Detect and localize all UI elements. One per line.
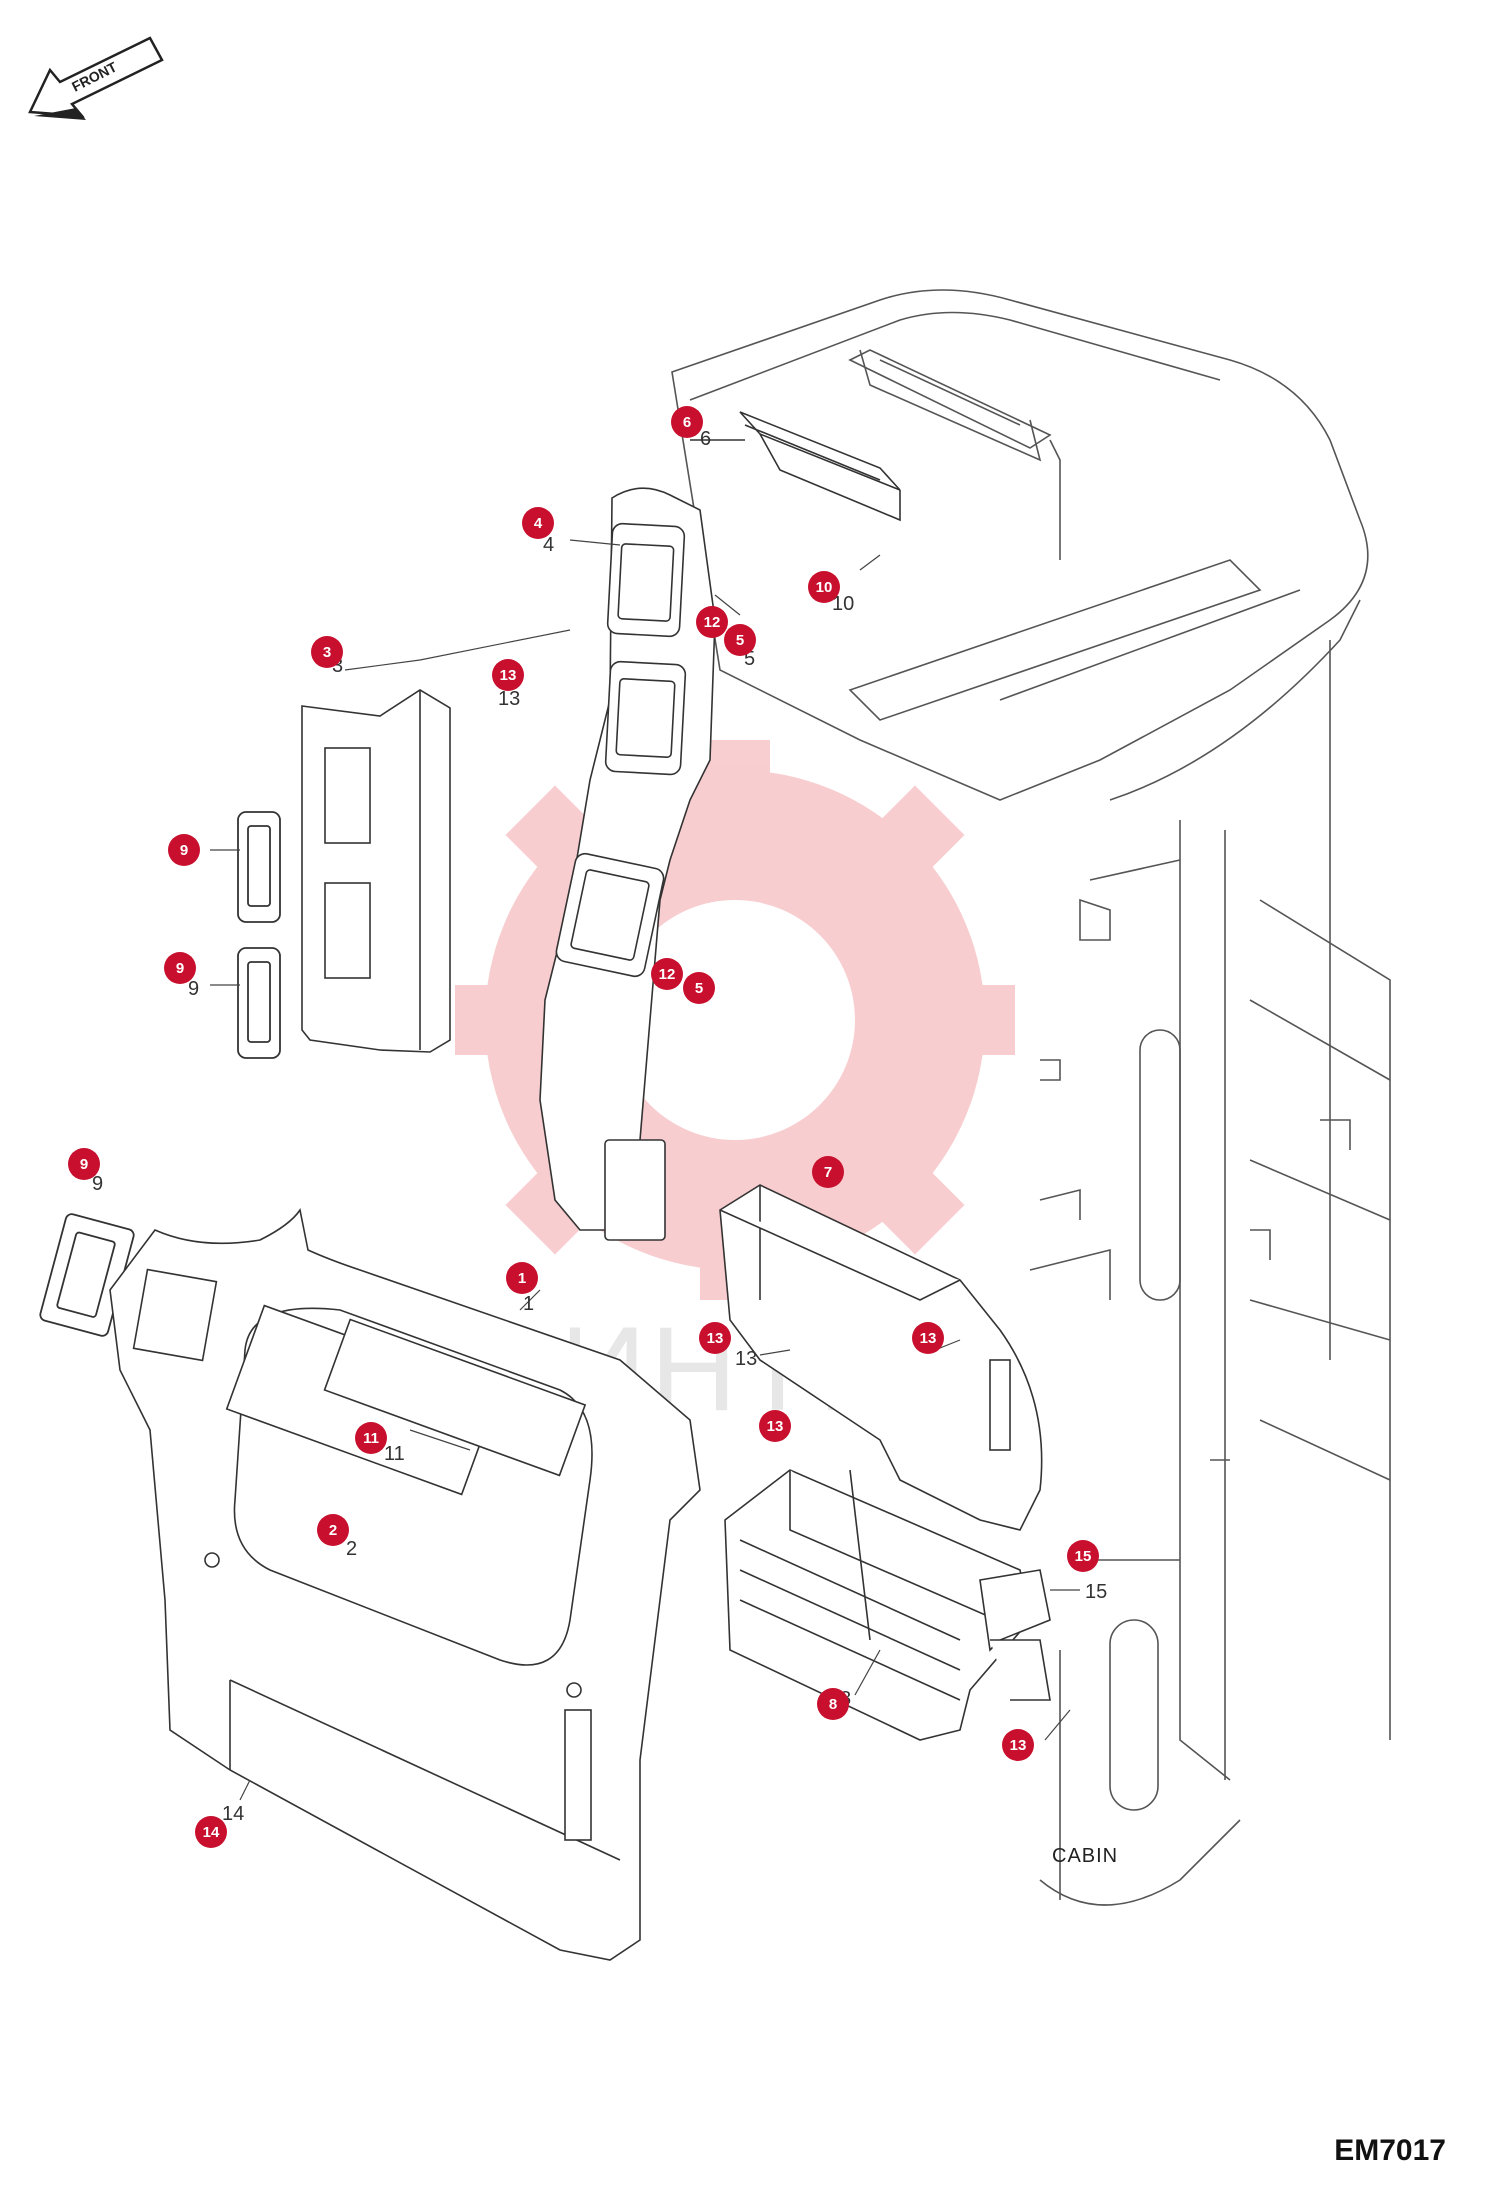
callout-badge-13b-label: 13 bbox=[707, 1330, 724, 1347]
cabin-label: CABIN bbox=[1052, 1845, 1118, 1867]
callout-badge-13c[interactable]: 13 bbox=[912, 1322, 944, 1354]
part-15-bracket bbox=[979, 1569, 1051, 1701]
callout-badge-13a[interactable]: 13 bbox=[492, 659, 524, 691]
part-3-upper-panel bbox=[301, 689, 451, 1053]
drawing-number-2: 2 bbox=[346, 1538, 357, 1560]
callout-badge-4[interactable]: 4 bbox=[522, 507, 554, 539]
callout-badge-9b[interactable]: 9 bbox=[164, 952, 196, 984]
callout-badge-13b[interactable]: 13 bbox=[699, 1322, 731, 1354]
callout-badge-3-label: 3 bbox=[323, 644, 331, 661]
callout-badge-13a-label: 13 bbox=[500, 667, 517, 684]
drawing-number-1: 1 bbox=[523, 1293, 534, 1315]
callout-badges: 1 2 3 4 5 5 6 7 bbox=[68, 406, 1099, 1848]
callout-badge-14[interactable]: 14 bbox=[195, 1816, 227, 1848]
drawing-number-14: 14 bbox=[222, 1803, 244, 1825]
callout-badge-5b[interactable]: 5 bbox=[683, 972, 715, 1004]
callout-badge-5a[interactable]: 5 bbox=[724, 624, 756, 656]
part-4-upper-duct bbox=[539, 487, 716, 1241]
callout-badge-13e-label: 13 bbox=[1010, 1737, 1027, 1754]
part-9-vent-grilles bbox=[39, 811, 281, 1337]
callout-badge-6[interactable]: 6 bbox=[671, 406, 703, 438]
callout-badge-13d[interactable]: 13 bbox=[759, 1410, 791, 1442]
callout-badge-12b[interactable]: 12 bbox=[651, 958, 683, 990]
callout-badge-12b-label: 12 bbox=[659, 966, 676, 983]
callout-badge-9a[interactable]: 9 bbox=[168, 834, 200, 866]
callout-badge-8-label: 8 bbox=[829, 1696, 837, 1713]
drawing-number-14-upper: 13 bbox=[498, 688, 520, 710]
drawing-code: EM7017 bbox=[1334, 2134, 1446, 2167]
callout-badge-5a-label: 5 bbox=[736, 632, 744, 649]
drawing-number-9b: 9 bbox=[188, 978, 199, 1000]
leader-lines bbox=[210, 539, 1080, 1801]
callout-badge-14-label: 14 bbox=[203, 1824, 220, 1841]
callout-badge-10[interactable]: 10 bbox=[808, 571, 840, 603]
callout-badge-7-label: 7 bbox=[824, 1164, 832, 1181]
part-7-lower-duct bbox=[719, 1184, 1043, 1531]
drawing-number-9c: 9 bbox=[92, 1173, 103, 1195]
callout-badge-6-label: 6 bbox=[683, 414, 691, 431]
callout-badge-11-label: 11 bbox=[363, 1430, 379, 1447]
callout-badge-2[interactable]: 2 bbox=[317, 1514, 349, 1546]
callout-badge-13d-label: 13 bbox=[767, 1418, 784, 1435]
callout-badge-12a-label: 12 bbox=[704, 614, 721, 631]
callout-badge-12a[interactable]: 12 bbox=[696, 606, 728, 638]
callout-badge-2-label: 2 bbox=[329, 1522, 337, 1539]
callout-badge-5b-label: 5 bbox=[695, 980, 703, 997]
callout-badge-9c[interactable]: 9 bbox=[68, 1148, 100, 1180]
callout-badge-15-label: 15 bbox=[1075, 1548, 1092, 1565]
callout-badge-13c-label: 13 bbox=[920, 1330, 937, 1347]
callout-badge-9c-label: 9 bbox=[80, 1156, 88, 1173]
callout-badge-10-label: 10 bbox=[816, 579, 833, 596]
drawing-number-11: 11 bbox=[384, 1443, 405, 1465]
callout-badge-4-label: 4 bbox=[534, 515, 543, 532]
front-arrow-icon: FRONT bbox=[28, 36, 164, 120]
part-8-heater-unit bbox=[724, 1469, 1031, 1741]
callout-badge-1-label: 1 bbox=[518, 1270, 526, 1287]
callout-badge-9b-label: 9 bbox=[176, 960, 184, 977]
drawing-number-3: 3 bbox=[332, 655, 343, 677]
callout-badge-9a-label: 9 bbox=[180, 842, 188, 859]
cabin-structure bbox=[671, 289, 1391, 1906]
drawing-number-6: 6 bbox=[700, 428, 711, 450]
drawing-number-13b: 13 bbox=[735, 1348, 757, 1370]
part-6-defroster-nozzle bbox=[690, 411, 901, 522]
callout-badge-15[interactable]: 15 bbox=[1067, 1540, 1099, 1572]
drawing-number-5a: 5 bbox=[744, 648, 755, 670]
callout-badge-11[interactable]: 11 bbox=[355, 1422, 387, 1454]
part-1-side-panel bbox=[109, 1207, 701, 1961]
drawing-number-10: 10 bbox=[832, 593, 854, 615]
drawing-number-15: 15 bbox=[1085, 1581, 1107, 1603]
callout-badge-8[interactable]: 8 bbox=[817, 1688, 849, 1720]
callout-badge-7[interactable]: 7 bbox=[812, 1156, 844, 1188]
callout-badge-13e[interactable]: 13 bbox=[1002, 1729, 1034, 1761]
callout-badge-3[interactable]: 3 bbox=[311, 636, 343, 668]
drawing-number-4: 4 bbox=[543, 534, 554, 556]
callout-badge-1[interactable]: 1 bbox=[506, 1262, 538, 1294]
